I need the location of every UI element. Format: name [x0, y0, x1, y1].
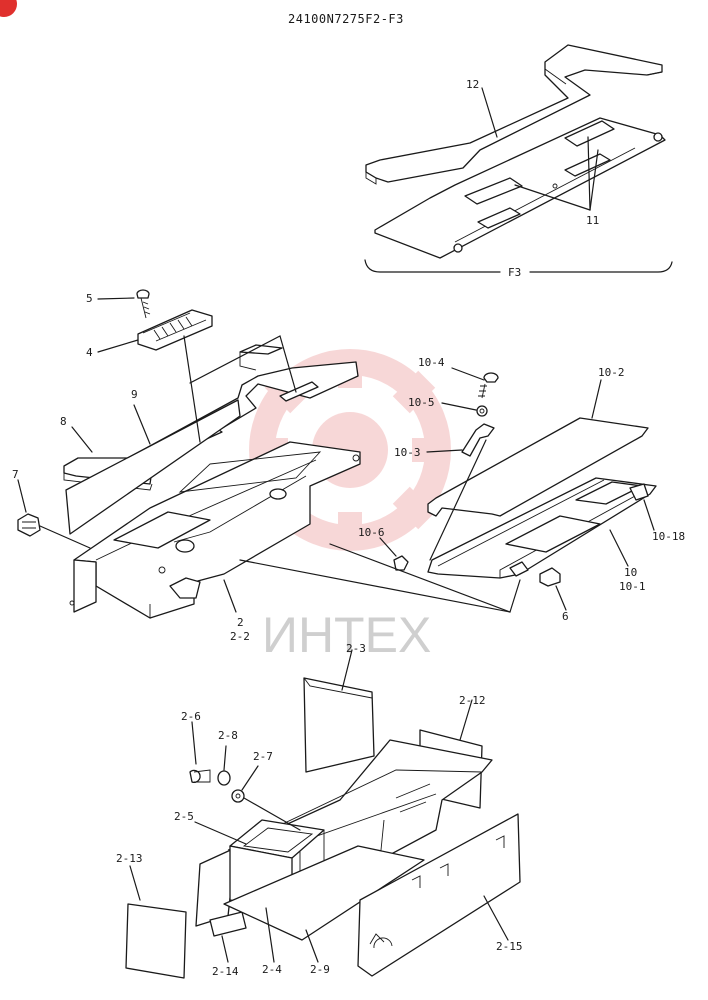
- slot-11b: [564, 120, 615, 147]
- callout-10-3: 10-3: [394, 446, 421, 459]
- callout-2-8: 2-8: [218, 729, 238, 742]
- callout-9: 9: [131, 388, 138, 401]
- slot-11c: [477, 207, 521, 229]
- callout-12: 12: [466, 78, 479, 91]
- callout-2-7: 2-7: [253, 750, 273, 763]
- callout-11: 11: [586, 214, 599, 227]
- callout-10: 10: [624, 566, 637, 579]
- washer-10-5: [476, 405, 488, 417]
- callout-7: 7: [12, 468, 19, 481]
- washer-2-7: [231, 789, 245, 803]
- screw-5: [136, 289, 150, 299]
- corner-badge: [0, 0, 17, 17]
- watermark-text: ИНТЕХ: [262, 607, 431, 663]
- detail-f3: [364, 44, 673, 273]
- block-2-14: [209, 911, 247, 937]
- plate-2-3: [303, 677, 375, 773]
- callout-10-1: 10-1: [619, 580, 646, 593]
- pin-7: [17, 513, 41, 537]
- callout-2-15: 2-15: [496, 940, 523, 953]
- callout-5: 5: [86, 292, 93, 305]
- callout-4: 4: [86, 346, 93, 359]
- callout-2-5: 2-5: [174, 810, 194, 823]
- callout-labels: 12 11 F3 5 4 9 8 7 2 2-2 10-4 10-5 10-3 …: [12, 78, 685, 978]
- callout-10-6: 10-6: [358, 526, 385, 539]
- slot-11a: [464, 177, 523, 205]
- plate-2-13: [125, 903, 187, 979]
- lower-assembly: [125, 649, 521, 979]
- f3-base-plate: [374, 117, 666, 259]
- nut-10-6: [393, 555, 409, 571]
- callout-10-18: 10-18: [652, 530, 685, 543]
- cover-10-2: [427, 417, 649, 517]
- lever-10-3: [461, 423, 495, 457]
- callout-f3: F3: [508, 266, 521, 279]
- middle-assembly: [17, 289, 657, 619]
- callout-6: 6: [562, 610, 569, 623]
- callout-2-13: 2-13: [116, 852, 143, 865]
- callout-10-5: 10-5: [408, 396, 435, 409]
- callout-10-4: 10-4: [418, 356, 445, 369]
- callout-2-14: 2-14: [212, 965, 239, 978]
- header-code: 24100N7275F2-F3: [288, 12, 404, 26]
- callout-10-2: 10-2: [598, 366, 625, 379]
- callout-8: 8: [60, 415, 67, 428]
- plate-2-9: [223, 845, 425, 941]
- callout-2-4: 2-4: [262, 963, 282, 976]
- washer-2-8: [217, 770, 231, 786]
- f3-brace: [364, 259, 673, 273]
- callout-2-12: 2-12: [459, 694, 486, 707]
- callout-2: 2: [237, 616, 244, 629]
- callout-2-9: 2-9: [310, 963, 330, 976]
- panel-2-15: [357, 813, 521, 977]
- callout-2-6: 2-6: [181, 710, 201, 723]
- callout-2-3: 2-3: [346, 642, 366, 655]
- callout-2-2: 2-2: [230, 630, 250, 643]
- plate-8: [65, 399, 241, 535]
- screw-10-4: [483, 372, 499, 383]
- screw-2-6: [189, 769, 201, 784]
- screw-6: [539, 567, 561, 587]
